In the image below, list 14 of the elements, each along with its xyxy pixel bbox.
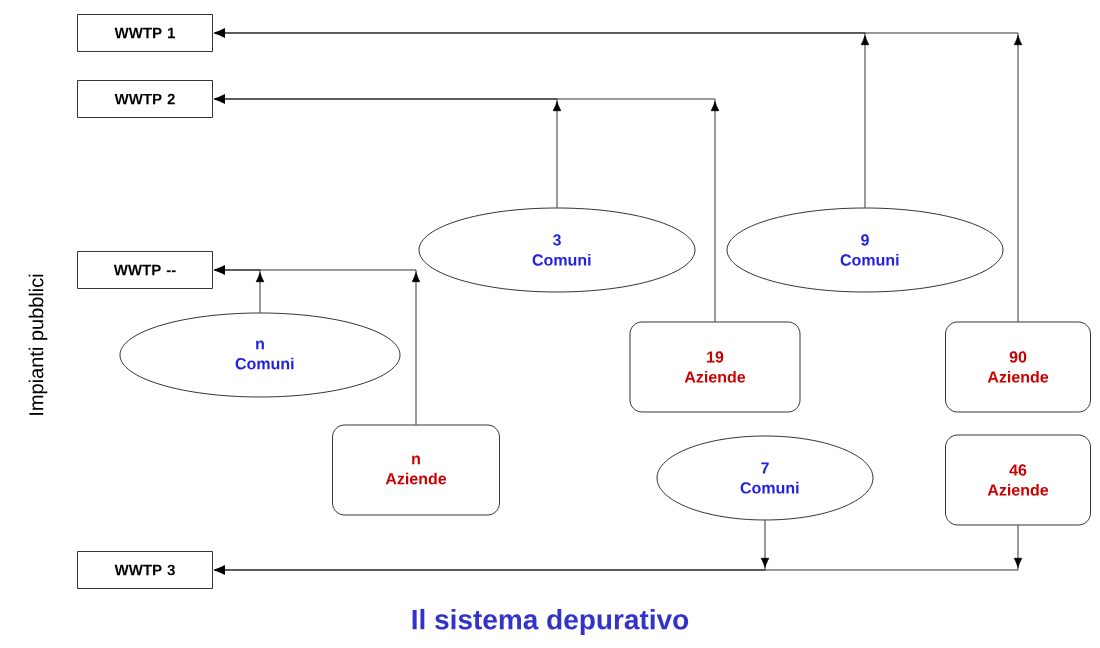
arrow bbox=[214, 28, 1023, 322]
company-box: 46 Aziende bbox=[945, 434, 1091, 526]
company-box: 19 Aziende bbox=[629, 321, 801, 413]
arrow bbox=[214, 265, 421, 425]
plant-box: WWTP 1 bbox=[77, 14, 213, 52]
title: Il sistema depurativo bbox=[412, 608, 689, 636]
plant-box: WWTP -- bbox=[77, 251, 213, 289]
group-label: Impianti pubblici bbox=[28, 274, 48, 415]
arrow bbox=[214, 525, 1023, 575]
plant-box: WWTP 3 bbox=[77, 551, 213, 589]
arrow bbox=[214, 94, 720, 322]
company-box: n Aziende bbox=[332, 424, 500, 516]
plant-box: WWTP 2 bbox=[77, 80, 213, 118]
company-box: 90 Aziende bbox=[945, 321, 1091, 413]
